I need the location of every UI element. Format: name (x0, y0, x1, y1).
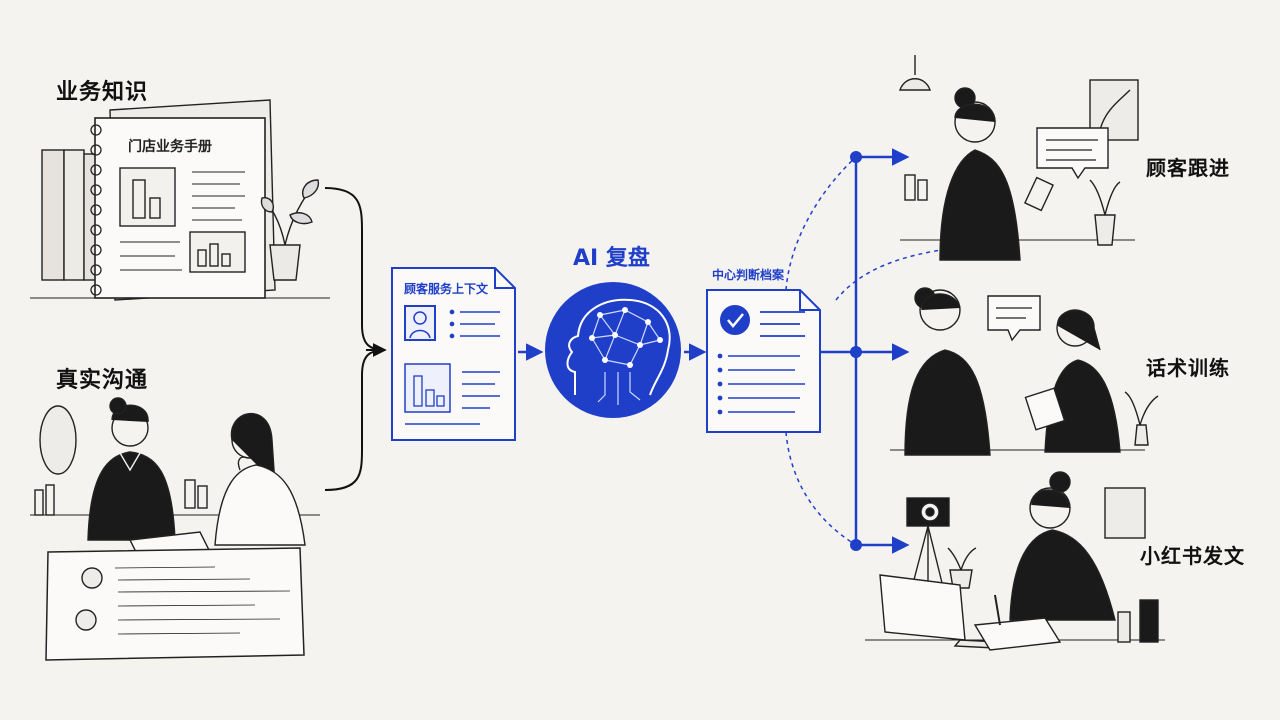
manual-illustration (30, 99, 330, 301)
context-doc-title: 顾客服务上下文 (404, 282, 489, 296)
followup-illustration (899, 55, 1139, 261)
output-label-xiaohongshu: 小红书发文 (1140, 544, 1245, 568)
output-label-training: 话术训练 (1146, 356, 1230, 380)
output-label-followup: 顾客跟进 (1146, 156, 1230, 180)
archive-document (706, 289, 821, 433)
archive-title: 中心判断档案 (712, 268, 785, 282)
communication-label: 真实沟通 (56, 368, 149, 393)
training-illustration (890, 287, 1159, 456)
ai-review-title: AI 复盘 (573, 246, 650, 271)
knowledge-label: 业务知识 (56, 80, 149, 105)
distribution-nodes (850, 151, 862, 551)
context-document (391, 267, 516, 441)
ai-brain-icon (545, 282, 681, 418)
posting-illustration (865, 471, 1165, 651)
sources-bracket (324, 187, 386, 491)
manual-title: 门店业务手册 (128, 139, 212, 155)
communication-illustration (30, 397, 320, 661)
